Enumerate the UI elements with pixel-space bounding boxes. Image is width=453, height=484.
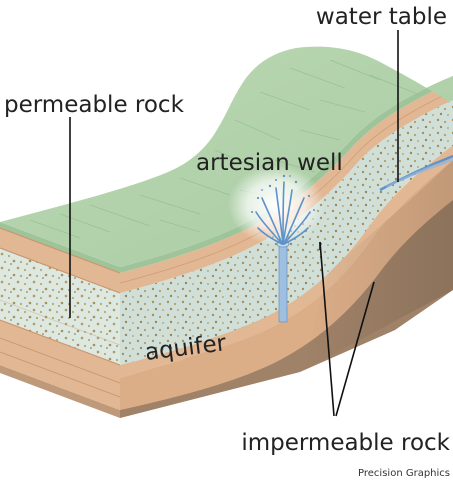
front-aquifer [0, 248, 120, 365]
leader-impermeable-1 [319, 241, 335, 417]
leader-lines [69, 30, 399, 417]
water-fountain [255, 181, 311, 245]
label-artesian-well: artesian well [196, 150, 343, 176]
water-droplets [251, 174, 315, 213]
front-surface-edge [0, 222, 120, 273]
surface-top [0, 46, 453, 267]
artesian-well [228, 165, 324, 323]
label-credit: Precision Graphics [358, 468, 450, 479]
front-face [0, 222, 121, 418]
front-bedrock [0, 365, 120, 418]
label-water-table: water table [316, 4, 447, 30]
front-lower-impermeable [0, 320, 120, 410]
well-glow [228, 165, 324, 245]
front-upper-impermeable [0, 228, 120, 293]
label-permeable-rock: permeable rock [4, 92, 185, 118]
well-pipe [278, 243, 288, 323]
leader-impermeable-2 [335, 281, 375, 417]
side-upper-impermeable [120, 82, 453, 293]
label-impermeable-rock: impermeable rock [241, 430, 450, 456]
